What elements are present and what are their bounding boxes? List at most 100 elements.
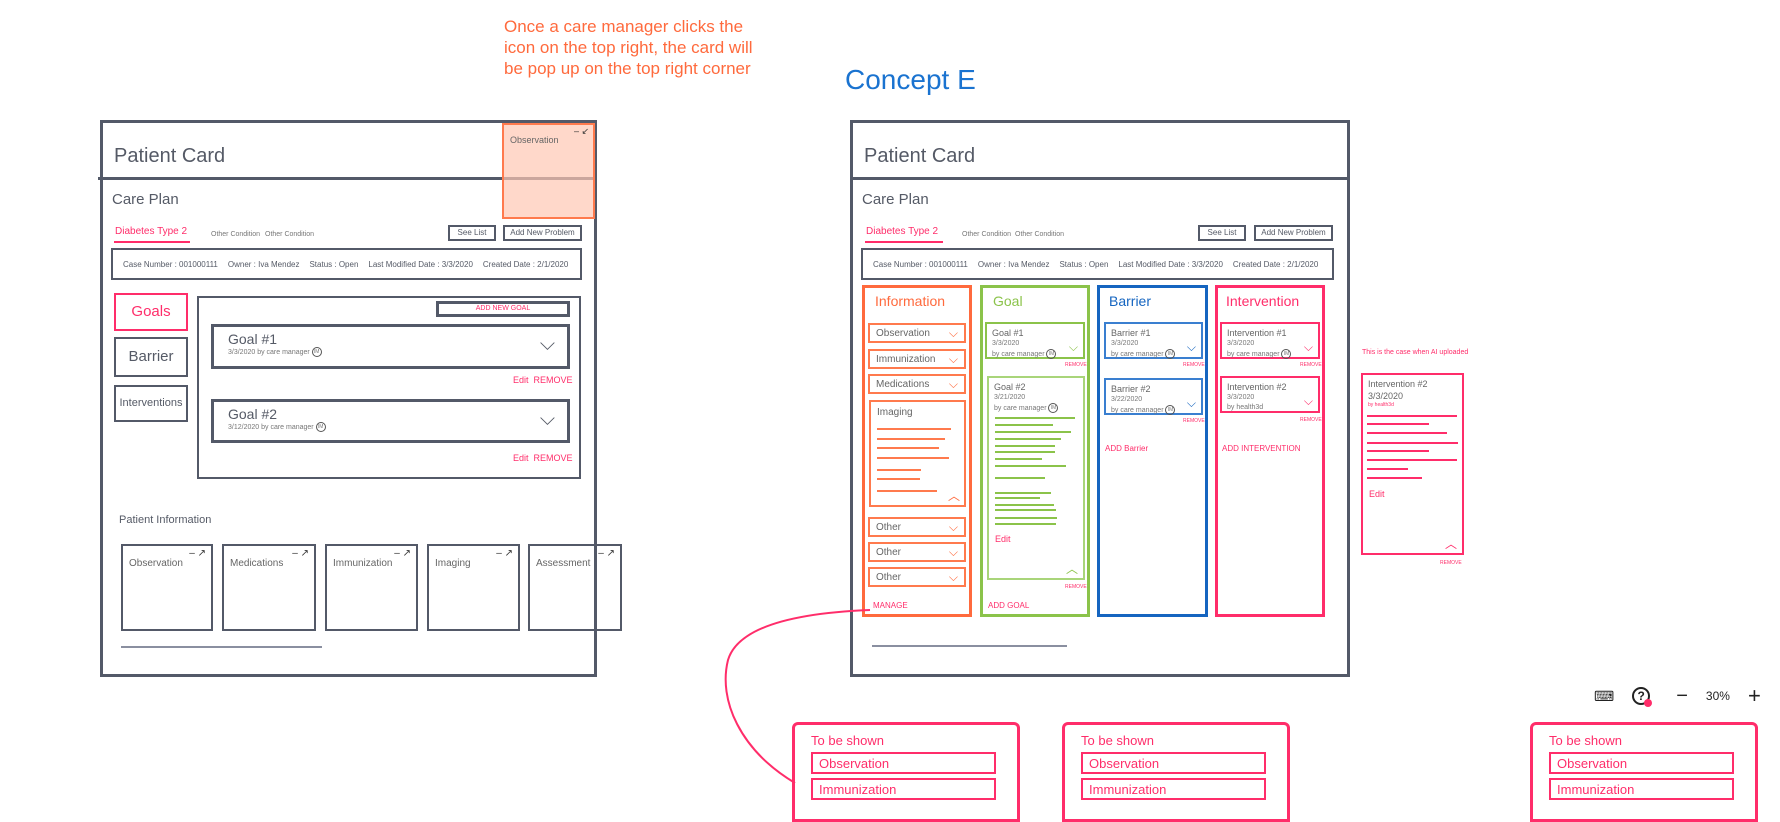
scrollbar[interactable] — [121, 646, 322, 648]
zoom-in-button[interactable]: + — [1747, 683, 1761, 708]
chevron-down-icon[interactable]: ⌵ — [1303, 393, 1313, 408]
remove-link[interactable]: REMOVE — [1183, 418, 1205, 424]
chevron-down-icon[interactable]: ⌵ — [1186, 395, 1196, 410]
observation-dropdown[interactable]: Observation⌵ — [868, 323, 966, 343]
remove-link[interactable]: REMOVE — [1300, 417, 1322, 423]
text-line — [877, 490, 937, 492]
panel-title: To be shown — [1081, 733, 1154, 748]
add-new-goal-button[interactable]: ADD NEW GOAL — [436, 301, 570, 317]
intervention-card[interactable]: Intervention #2 3/3/2020 by health3d ⌵ — [1220, 376, 1320, 413]
edit-link[interactable]: Edit — [513, 453, 529, 463]
side-tab-interventions[interactable]: Interventions — [114, 385, 188, 422]
tab-other-condition[interactable]: Other Condition — [265, 231, 315, 238]
text-line — [995, 445, 1055, 447]
add-new-problem-button[interactable]: Add New Problem — [503, 225, 582, 241]
text-line — [995, 424, 1053, 426]
tab-other-condition[interactable]: Other Condition — [962, 231, 1012, 238]
remove-link[interactable]: REMOVE — [1440, 560, 1462, 566]
text-line — [877, 478, 920, 480]
case-info-bar: Case Number : 001000111 Owner : Iva Mend… — [861, 248, 1334, 280]
zoom-toolbar: ⌨ ? − 30% + — [1584, 676, 1780, 716]
goal-card-expanded[interactable]: Goal #2 3/21/2020 by care manager IM Edi… — [987, 376, 1085, 580]
side-tab-goals[interactable]: Goals — [114, 293, 188, 331]
minimize-expand-icon[interactable]: – ↗ — [292, 548, 309, 559]
field-observation[interactable]: Observation — [811, 752, 996, 774]
tab-other-condition[interactable]: Other Condition — [1015, 231, 1065, 238]
immunization-dropdown[interactable]: Immunization⌵ — [868, 349, 966, 369]
goal-card[interactable]: Goal #1 3/3/2020 by care manager IM ⌵ — [211, 324, 570, 369]
barrier-card[interactable]: Barrier #2 3/22/2020 by care manager IM … — [1104, 378, 1203, 415]
chevron-up-icon[interactable]: ︿ — [1444, 536, 1457, 551]
tab-other-condition[interactable]: Other Condition — [211, 231, 261, 238]
chevron-up-icon[interactable]: ︿ — [1065, 561, 1078, 576]
edit-link[interactable]: Edit — [513, 375, 529, 385]
medications-dropdown[interactable]: Medications⌵ — [868, 374, 966, 394]
field-observation[interactable]: Observation — [1549, 752, 1734, 774]
goal-card[interactable]: Goal #2 3/12/2020 by care manager IM ⌵ — [211, 399, 570, 443]
add-intervention-link[interactable]: ADD INTERVENTION — [1222, 444, 1301, 453]
status: Status : Open — [1059, 259, 1109, 269]
dropdown-label: Other — [876, 546, 902, 558]
see-list-button[interactable]: See List — [1198, 225, 1246, 241]
chevron-up-icon[interactable]: ︿ — [947, 489, 960, 503]
goal-author: by care manager — [257, 348, 310, 356]
barrier-card[interactable]: Barrier #1 3/3/2020 by care manager IM ⌵ — [1104, 322, 1203, 359]
column-title: Barrier — [1109, 293, 1152, 309]
info-card-observation[interactable]: Observation– ↗ — [121, 544, 213, 631]
other-dropdown[interactable]: Other⌵ — [868, 517, 966, 537]
intervention-card[interactable]: Intervention #1 3/3/2020 by care manager… — [1220, 322, 1320, 359]
remove-link[interactable]: REMOVE — [533, 375, 573, 385]
minimize-expand-icon[interactable]: – ↗ — [394, 548, 411, 559]
scrollbar[interactable] — [872, 645, 1067, 647]
goal-card[interactable]: Goal #1 3/3/2020 by care manager IM ⌵ — [985, 322, 1085, 359]
other-dropdown[interactable]: Other⌵ — [868, 567, 966, 587]
info-card-imaging[interactable]: Imaging– ↗ — [427, 544, 520, 631]
column-title: Information — [875, 293, 946, 309]
manage-link[interactable]: MANAGE — [873, 601, 908, 610]
tab-diabetes[interactable]: Diabetes Type 2 — [114, 226, 191, 243]
info-card-medications[interactable]: Medications– ↗ — [222, 544, 316, 631]
text-line — [1367, 459, 1457, 461]
other-dropdown[interactable]: Other⌵ — [868, 542, 966, 562]
minimize-expand-icon[interactable]: – ↙ — [573, 126, 589, 136]
remove-link[interactable]: REMOVE — [1300, 362, 1322, 368]
chevron-down-icon[interactable]: ⌵ — [1186, 339, 1196, 354]
chevron-down-icon[interactable]: ⌵ — [539, 408, 555, 430]
imaging-expanded[interactable]: Imaging ︿ — [869, 400, 966, 507]
see-list-button[interactable]: See List — [448, 225, 496, 241]
info-card-assessment[interactable]: Assessment– ↗ — [528, 544, 622, 631]
chevron-down-icon[interactable]: ⌵ — [1303, 339, 1313, 354]
observation-popup[interactable]: Observation – ↙ — [502, 123, 595, 219]
keyboard-icon[interactable]: ⌨ — [1594, 687, 1615, 704]
created-date: Created Date : 2/1/2020 — [482, 259, 569, 269]
remove-link[interactable]: REMOVE — [533, 453, 573, 463]
card-author: by health3d — [1368, 402, 1394, 409]
add-goal-link[interactable]: ADD GOAL — [988, 601, 1030, 610]
field-immunization[interactable]: Immunization — [1549, 778, 1734, 800]
chevron-down-icon[interactable]: ⌵ — [1068, 339, 1078, 354]
minimize-expand-icon[interactable]: – ↗ — [598, 548, 615, 559]
tab-diabetes[interactable]: Diabetes Type 2 — [865, 226, 944, 243]
zoom-out-button[interactable]: − — [1676, 684, 1688, 707]
edit-link[interactable]: Edit — [1369, 489, 1385, 499]
edit-link[interactable]: Edit — [995, 534, 1011, 544]
minimize-expand-icon[interactable]: – ↗ — [496, 548, 513, 559]
dropdown-label: Other — [876, 521, 902, 533]
remove-link[interactable]: REMOVE — [1183, 362, 1205, 368]
remove-link[interactable]: REMOVE — [1065, 584, 1087, 590]
info-card-immunization[interactable]: Immunization– ↗ — [325, 544, 418, 631]
field-immunization[interactable]: Immunization — [1081, 778, 1266, 800]
add-barrier-link[interactable]: ADD Barrier — [1105, 444, 1149, 453]
field-observation[interactable]: Observation — [1081, 752, 1266, 774]
chevron-down-icon: ⌵ — [948, 326, 958, 340]
case-number: Case Number : 001000111 — [873, 259, 968, 269]
text-line — [877, 447, 939, 449]
remove-link[interactable]: REMOVE — [1065, 362, 1087, 368]
side-tab-barrier[interactable]: Barrier — [114, 337, 188, 377]
ai-intervention-card[interactable]: Intervention #2 3/3/2020 by health3d Edi… — [1361, 373, 1464, 555]
help-icon[interactable]: ? — [1632, 687, 1653, 707]
chevron-down-icon[interactable]: ⌵ — [539, 333, 555, 355]
field-immunization[interactable]: Immunization — [811, 778, 996, 800]
minimize-expand-icon[interactable]: – ↗ — [189, 548, 206, 559]
add-new-problem-button[interactable]: Add New Problem — [1254, 225, 1333, 241]
